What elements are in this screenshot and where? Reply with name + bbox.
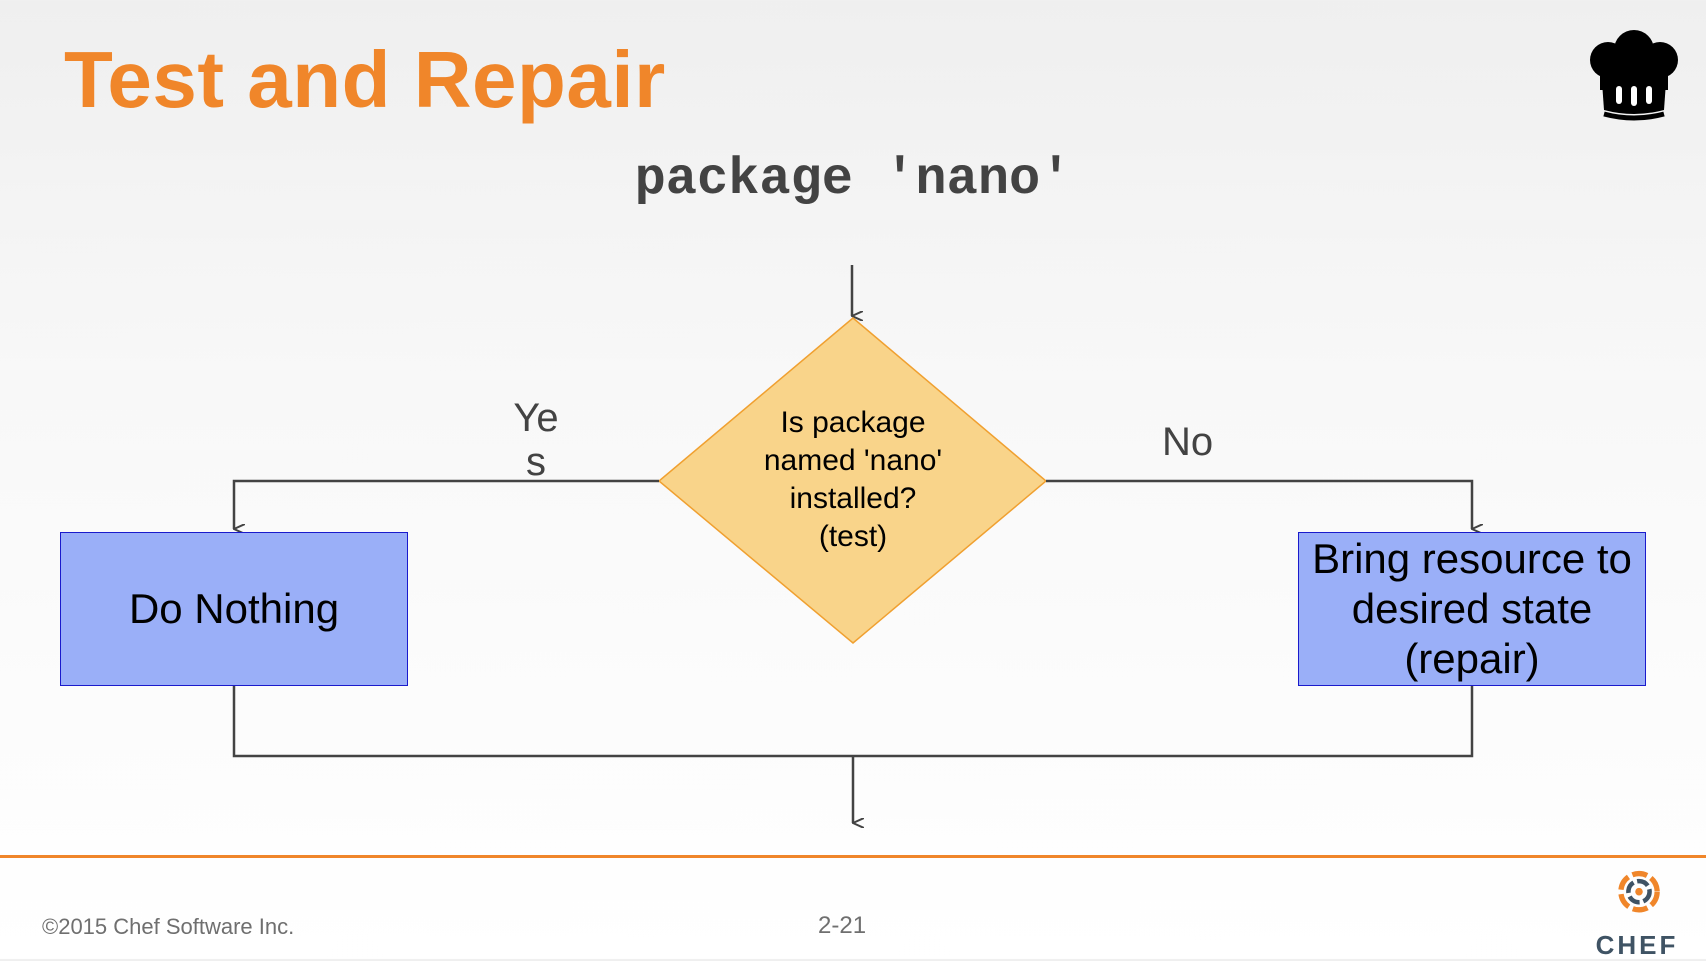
code-snippet: package 'nano' [634,150,1072,209]
no-connector [1046,479,1472,529]
decision-diamond [657,317,1048,644]
yes-label-part: Ye [513,396,559,440]
chef-logo-icon [1618,870,1660,913]
yes-label-part: s [526,440,546,484]
repair-box: Bring resource to desired state (repair) [1298,532,1646,686]
page-number: 2-21 [818,912,867,939]
decision-text: Is package named 'nano' installed? (test… [710,404,996,556]
yes-label: Ye s [508,394,564,486]
do-nothing-box: Do Nothing [60,532,408,686]
repair-line: desired state [1351,585,1593,632]
slide-title: Test and Repair [64,35,666,124]
repair-line: Bring resource to [1312,535,1632,582]
chef-hat-icon [1590,30,1678,121]
chef-logo-text: CHEF [1595,930,1679,960]
no-label: No [1162,420,1214,464]
decision-line: named 'nano' [763,444,943,477]
do-nothing-label: Do Nothing [128,585,340,632]
copyright-text: ©2015 Chef Software Inc. [42,914,295,939]
repair-line: (repair) [1404,635,1540,682]
merge-connector [232,686,1474,758]
decision-line: (test) [818,520,888,553]
footer-rule [0,855,1706,858]
decision-line: installed? [789,482,917,515]
yes-connector [232,479,659,529]
decision-line: Is package [780,406,926,439]
